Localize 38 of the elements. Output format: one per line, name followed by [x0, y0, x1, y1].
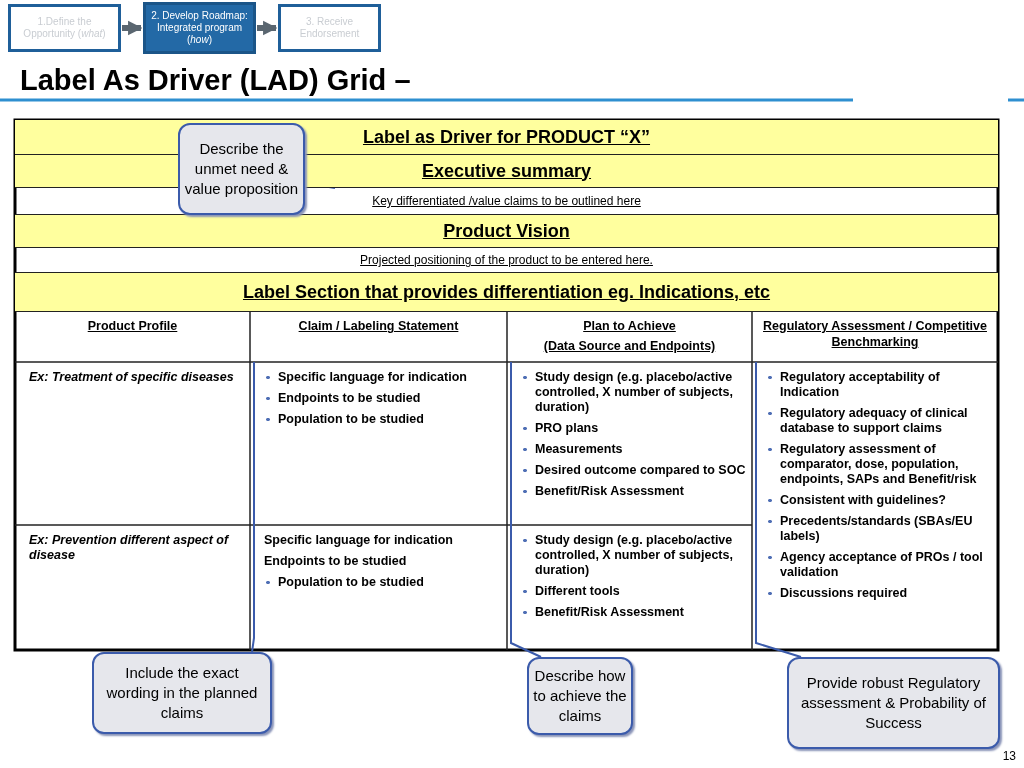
column-header: Regulatory Assessment / Competitive Benchmarking: [762, 318, 988, 350]
step-text: 2. Develop Roadmap: Integrated program (how): [150, 10, 249, 46]
callout-text: Include the exact wording in the planned claims: [105, 663, 259, 723]
arrow: [257, 20, 278, 36]
process-step-box: [278, 4, 381, 52]
process-step-box: [8, 4, 121, 52]
example-text: Ex: Prevention different aspect of disease: [29, 533, 230, 563]
band-heading: Executive summary: [421, 160, 592, 182]
example-text: Ex: Treatment of specific diseases: [29, 370, 235, 385]
process-step-box: [143, 2, 256, 54]
band-heading: Product Vision: [443, 220, 570, 242]
table-header-band: [15, 215, 998, 248]
callout-bubble: [92, 652, 272, 734]
row-note: Projected positioning of the product to be entered here.: [360, 253, 653, 267]
callout-bubble: [178, 123, 305, 215]
callout-text: Describe how to achieve the claims: [533, 666, 627, 726]
table-header-band: [15, 273, 998, 312]
column-header: Claim / Labeling Statement: [298, 318, 459, 334]
callout-text: Provide robust Regulatory assessment & Probability of Success: [799, 673, 988, 733]
leader-line: [755, 361, 802, 658]
table-header-band: [15, 120, 998, 155]
cell-text: Endpoints to be studied: [264, 554, 408, 569]
row-note: Key differentiated /value claims to be outlined here: [372, 194, 641, 208]
cell-text: Specific language for indication: [264, 533, 454, 548]
column-header: Product Profile: [87, 318, 178, 334]
bullet-item: Desired outcome compared to SOC: [521, 463, 746, 478]
band-heading: Label as Driver for PRODUCT “X”: [362, 126, 651, 148]
callout-bubble: [787, 657, 1000, 749]
page-number: 13: [1002, 749, 1016, 763]
callout-text: Describe the unmet need & value proposition: [184, 139, 299, 199]
callout-bubble: [527, 657, 633, 735]
column-header: Plan to Achieve: [583, 318, 676, 334]
leader-line: [510, 361, 542, 658]
column-header: (Data Source and Endpoints): [543, 338, 716, 354]
leader-line: [251, 361, 255, 653]
slide-title: Label As Driver (LAD) Grid –: [20, 64, 411, 97]
arrow: [122, 20, 143, 36]
band-heading: Label Section that provides differentiation eg. Indications, etc: [242, 281, 771, 303]
